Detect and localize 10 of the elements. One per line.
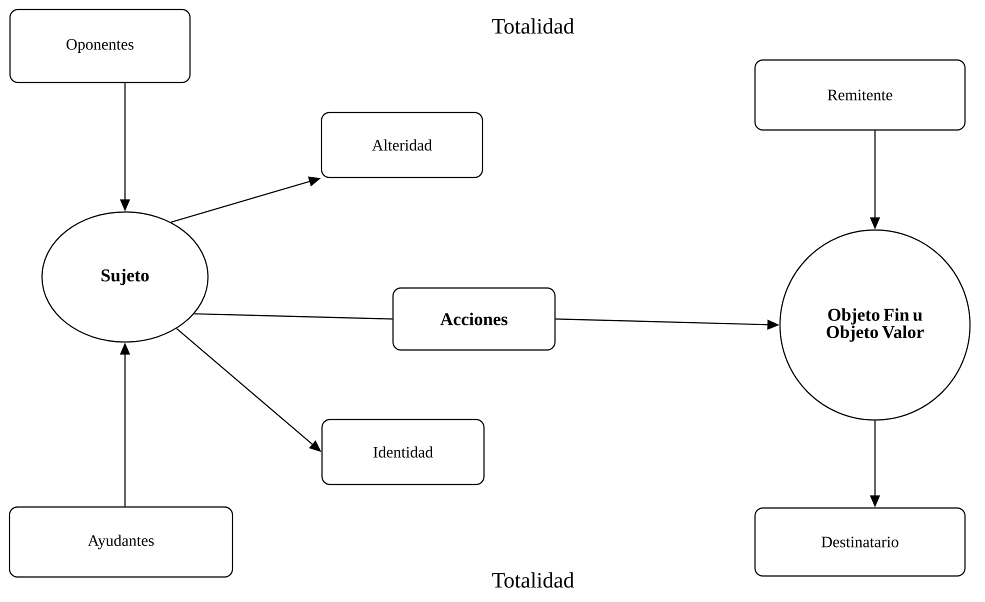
label: Totalidad — [492, 572, 574, 588]
rounded-box: Remitente — [754, 59, 966, 131]
rounded-box: Alteridad — [320, 112, 484, 178]
rounded-box: Oponentes — [9, 8, 191, 84]
rounded-box: Destinatario — [754, 507, 966, 577]
label: Totalidad — [492, 18, 574, 34]
rounded-box: Ayudantes — [8, 506, 234, 578]
connector-line — [194, 313, 392, 320]
rounded-box: Acciones — [392, 287, 556, 351]
rounded-box: Identidad — [321, 418, 485, 486]
